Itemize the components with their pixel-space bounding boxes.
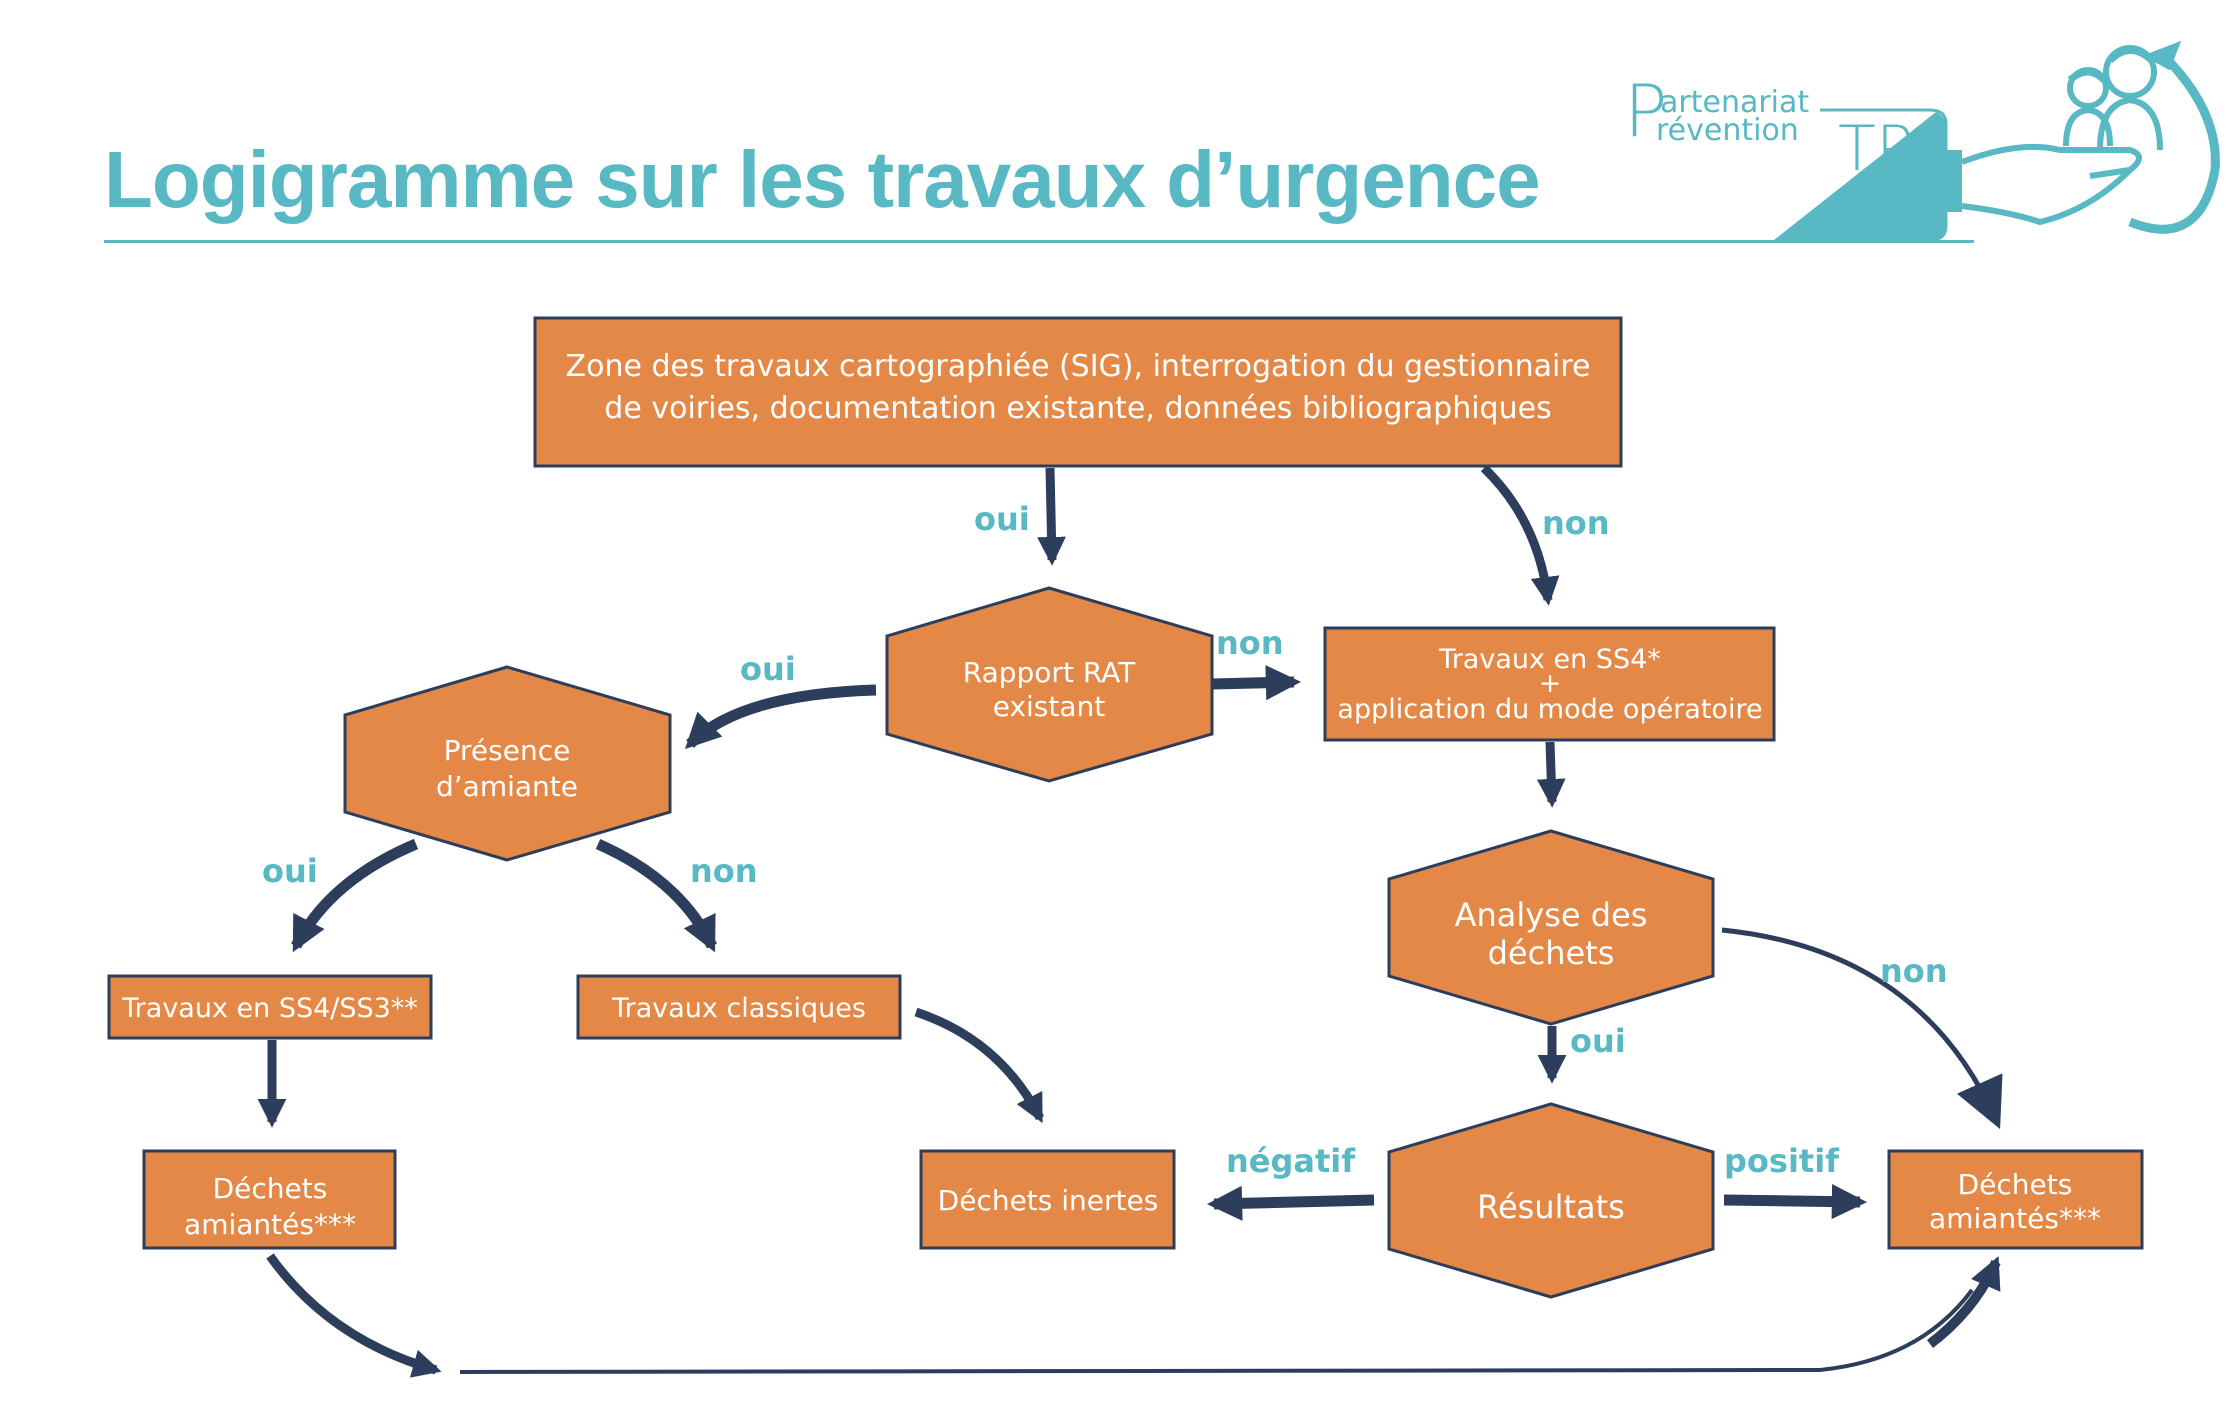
label-start-non: non (1542, 504, 1610, 542)
arrow-presence-to-ss4ss3 (291, 838, 419, 953)
arrow-analyse-to-amiantes-right (1721, 927, 2003, 1130)
label-analyse-oui: oui (1570, 1022, 1626, 1060)
node-start-line2: de voiries, documentation existante, don… (604, 391, 1551, 426)
node-amiantes-right-line1: Déchets (1958, 1168, 2073, 1201)
label-rapport-oui: oui (740, 650, 796, 688)
arrow-ss4-to-analyse (1536, 741, 1566, 808)
arrow-start-to-ss4 (1480, 464, 1560, 606)
page-title: Logigramme sur les travaux d’urgence (104, 135, 1541, 224)
label-resultats-negatif: négatif (1226, 1142, 1356, 1180)
logo-suffix: TP (1838, 112, 1913, 185)
logo: P artenariat révention TP (1624, 40, 2220, 242)
node-ss4: Travaux en SS4* + application du mode op… (1323, 626, 1776, 742)
arrow-presence-to-classiques (595, 838, 717, 953)
node-resultats: Résultats (1387, 1102, 1715, 1299)
node-analyse: Analyse des déchets (1387, 829, 1715, 1026)
node-amiantes-right-line2: amiantés*** (1929, 1202, 2101, 1235)
logo-banner (1774, 108, 1962, 242)
label-resultats-positif: positif (1724, 1142, 1840, 1180)
node-amiantes-right: Déchets amiantés*** (1887, 1149, 2144, 1250)
arrow-classiques-to-inertes (914, 1007, 1045, 1124)
node-rapport: Rapport RAT existant (885, 586, 1214, 783)
logo-line2: révention (1656, 113, 1799, 148)
node-inertes-line1: Déchets inertes (938, 1184, 1159, 1217)
title-underline (104, 240, 1974, 243)
line-bottom-connector (459, 1288, 1974, 1374)
node-amiantes-left-line2: amiantés*** (184, 1208, 356, 1241)
arrow-bottom-to-amiantes-right (1926, 1256, 2001, 1348)
node-ss4-line2: + (1539, 668, 1562, 699)
node-presence-line1: Présence (444, 734, 571, 767)
label-presence-non: non (690, 852, 758, 890)
node-inertes: Déchets inertes (919, 1149, 1176, 1250)
arrow-resultats-to-amiantes-right (1723, 1183, 1868, 1220)
node-analyse-line1: Analyse des (1455, 896, 1648, 934)
arrow-amiantes-left-to-bottom (266, 1253, 442, 1378)
label-rapport-non: non (1216, 624, 1284, 662)
node-ss4ss3-line1: Travaux en SS4/SS3** (121, 993, 418, 1024)
node-start-line1: Zone des travaux cartographiée (SIG), in… (566, 349, 1591, 384)
node-start: Zone des travaux cartographiée (SIG), in… (533, 316, 1623, 468)
label-analyse-non: non (1880, 952, 1948, 990)
edges (257, 464, 2003, 1378)
node-presence: Présence d’amiante (343, 665, 672, 862)
node-classiques: Travaux classiques (576, 974, 902, 1040)
node-amiantes-left-line1: Déchets (213, 1172, 328, 1205)
node-classiques-line1: Travaux classiques (611, 993, 866, 1024)
arrow-resultats-to-inertes (1206, 1185, 1375, 1221)
node-resultats-line1: Résultats (1477, 1188, 1625, 1226)
arrow-rapport-to-presence (685, 684, 877, 749)
node-analyse-line2: déchets (1488, 934, 1615, 972)
hand-holding-workers-icon (1960, 40, 2220, 234)
arrow-rapport-to-ss4 (1211, 665, 1302, 701)
node-rapport-line2: existant (993, 690, 1106, 723)
label-presence-oui: oui (262, 852, 318, 890)
node-ss4-line1: Travaux en SS4* (1438, 644, 1661, 675)
arrow-start-to-rapport (1037, 467, 1066, 566)
edge-labels: oui non oui non oui non oui non négatif … (262, 500, 1948, 1180)
node-ss4ss3: Travaux en SS4/SS3** (107, 974, 433, 1040)
logo-initial-p: P (1624, 69, 1667, 153)
label-start-oui: oui (974, 500, 1030, 538)
node-presence-line2: d’amiante (436, 770, 578, 803)
node-rapport-line1: Rapport RAT (963, 656, 1136, 689)
node-amiantes-left: Déchets amiantés*** (142, 1149, 397, 1250)
node-ss4-line3: application du mode opératoire (1337, 694, 1762, 725)
logo-line1: artenariat (1660, 85, 1809, 120)
